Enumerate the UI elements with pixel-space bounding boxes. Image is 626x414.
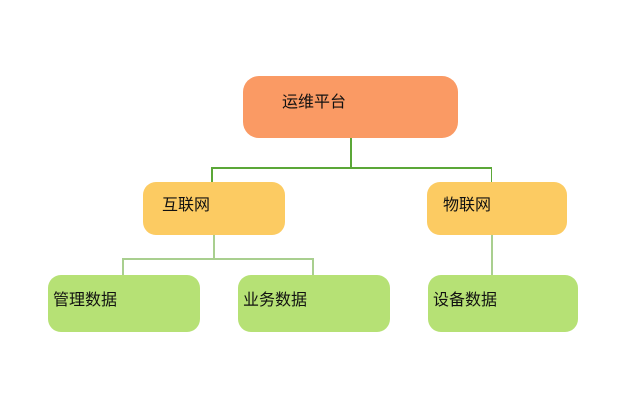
node-internet[interactable]: 互联网	[143, 182, 285, 235]
node-management-data[interactable]: 管理数据	[48, 275, 200, 332]
node-management-data-label: 管理数据	[53, 291, 118, 309]
node-business-data-label: 业务数据	[243, 291, 308, 309]
edge-internet-branch-bar	[122, 258, 314, 260]
edge-root-trunk	[350, 138, 352, 168]
node-iot[interactable]: 物联网	[427, 182, 567, 235]
edge-root-iot	[490, 167, 492, 182]
node-business-data[interactable]: 业务数据	[238, 275, 390, 332]
edge-internet-management	[122, 258, 124, 275]
edge-internet-business	[312, 258, 314, 275]
node-device-data-label: 设备数据	[433, 291, 498, 309]
edge-root-branch-bar	[211, 167, 492, 169]
node-internet-label: 互联网	[162, 196, 211, 214]
node-ops-platform-label: 运维平台	[282, 94, 347, 111]
edge-iot-device	[491, 235, 493, 275]
node-ops-platform[interactable]: 运维平台	[243, 76, 458, 138]
edge-internet-trunk	[213, 235, 215, 259]
edge-root-internet	[211, 167, 213, 182]
node-device-data[interactable]: 设备数据	[428, 275, 578, 332]
node-iot-label: 物联网	[443, 196, 492, 214]
